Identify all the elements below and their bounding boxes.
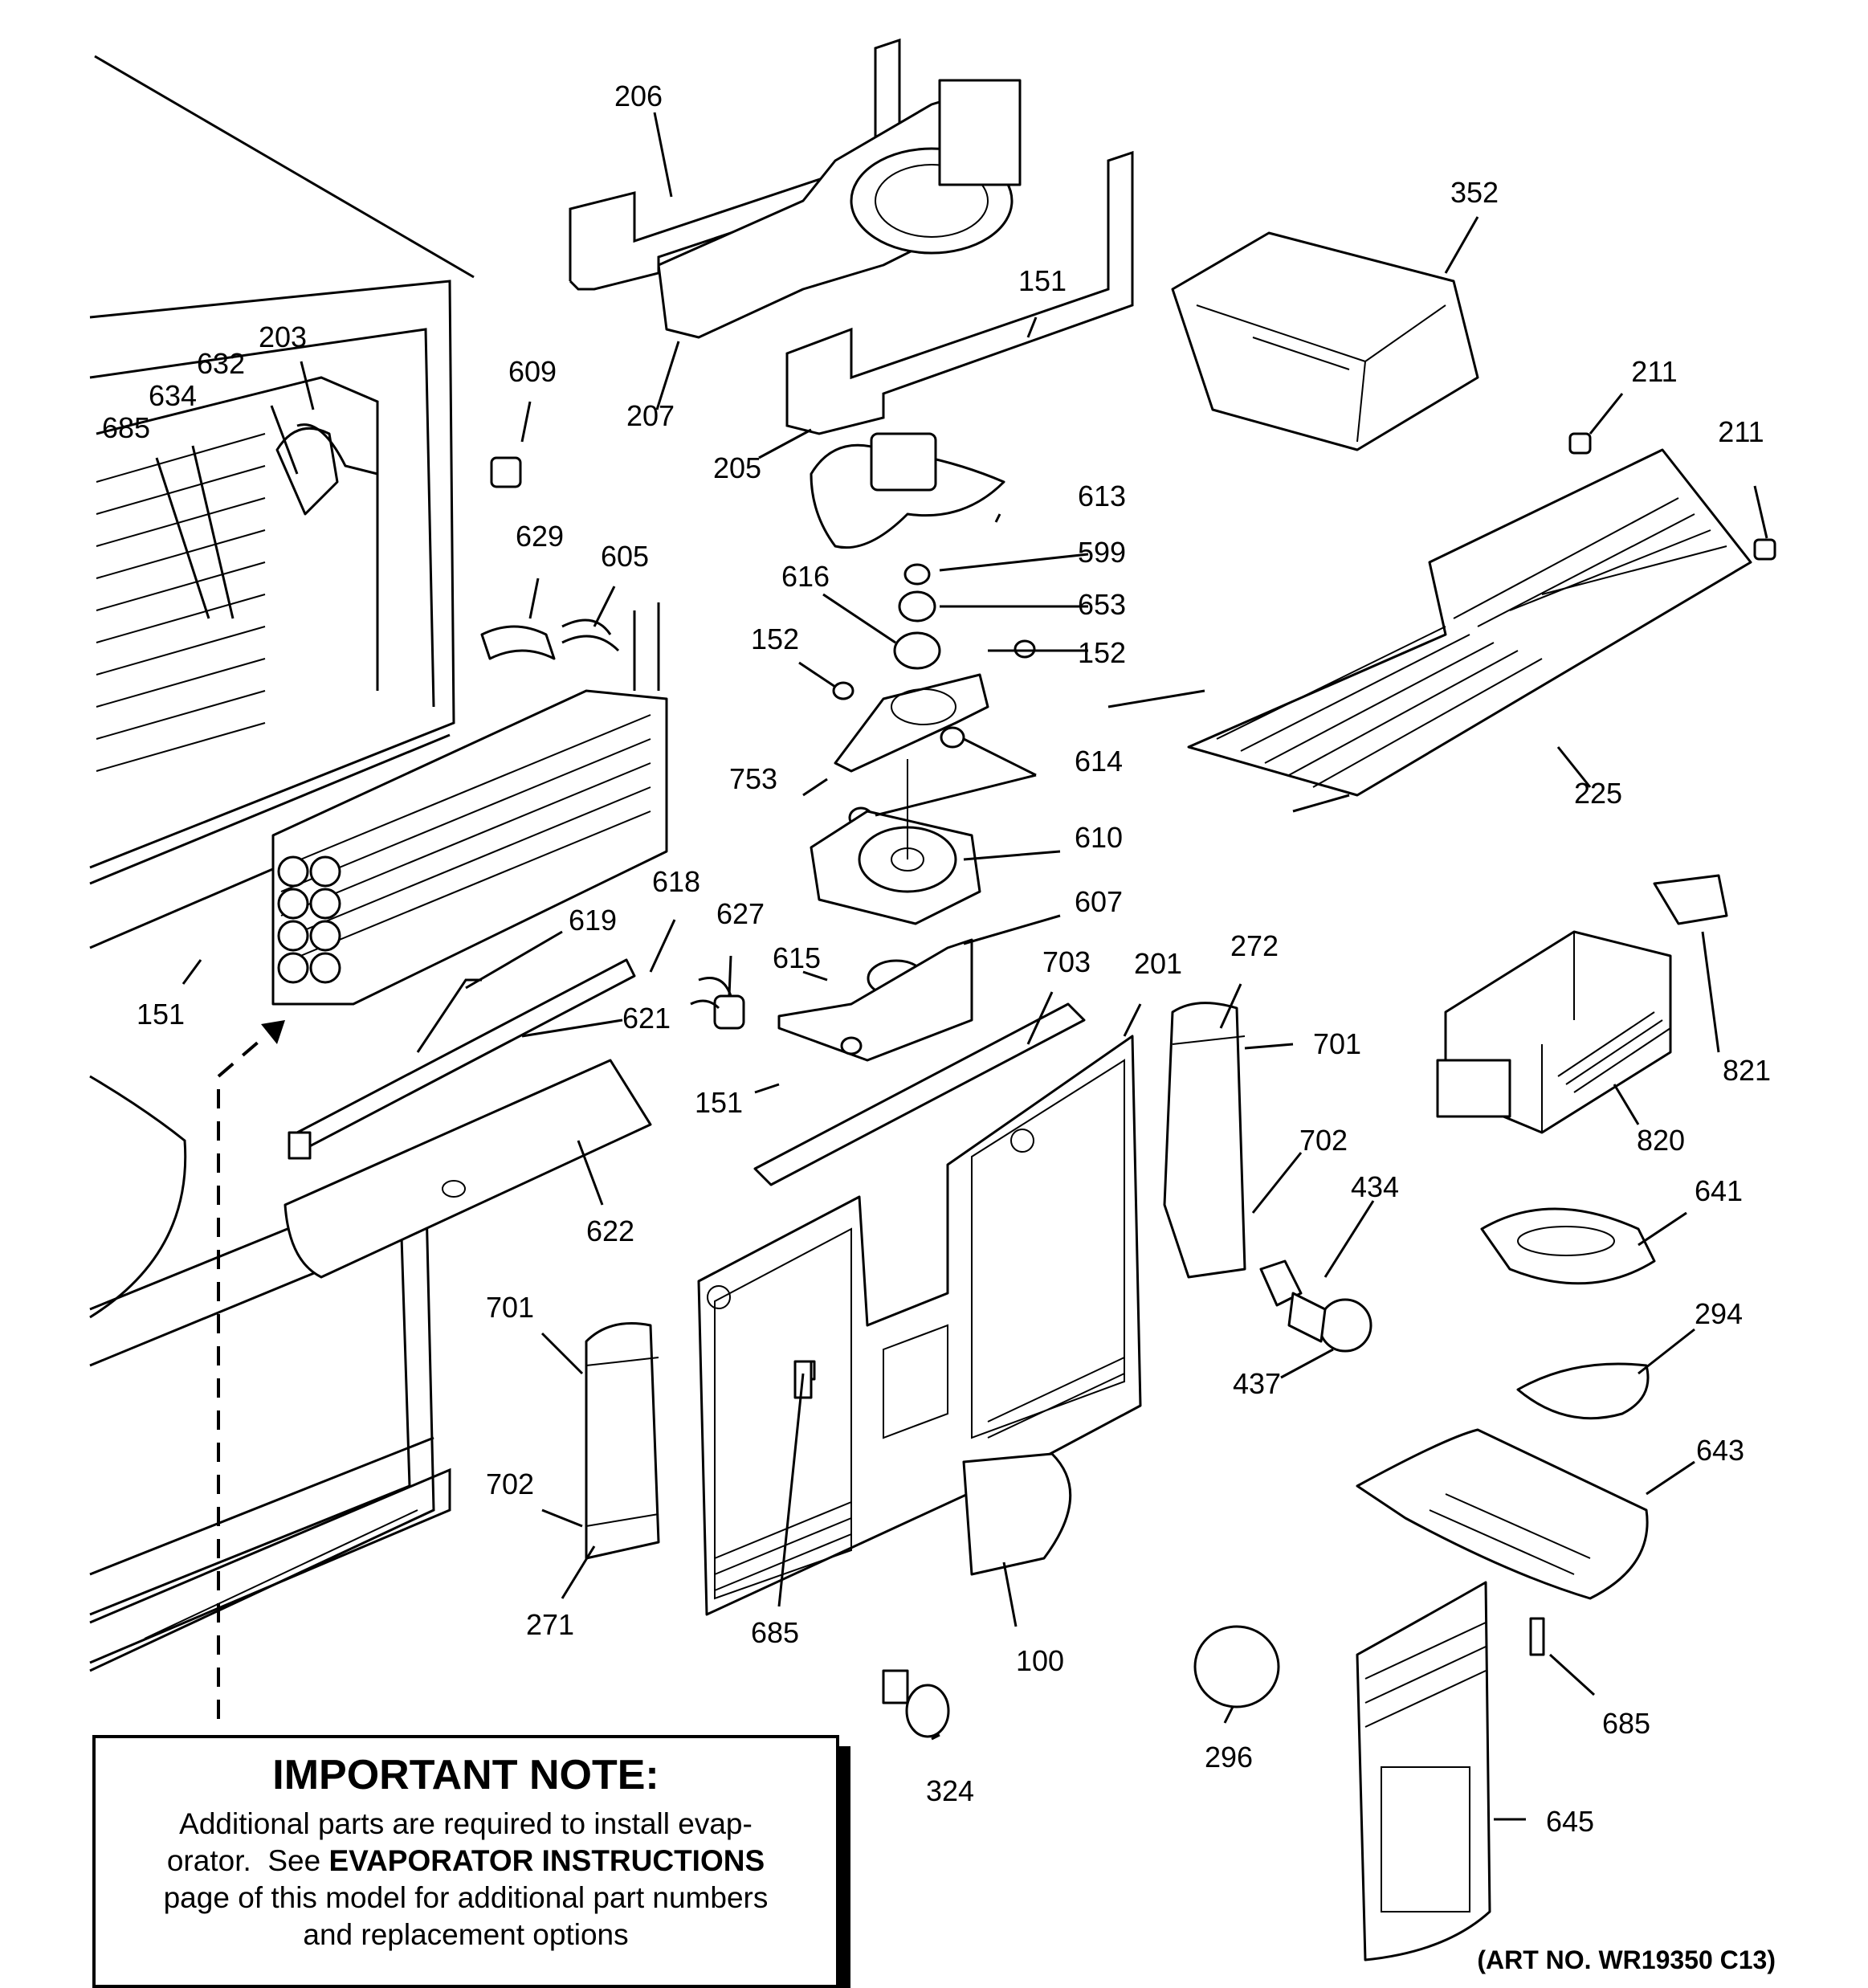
- callout-225: 225: [1574, 777, 1622, 810]
- callout-211: 211: [1631, 355, 1677, 388]
- callout-622: 622: [586, 1214, 634, 1247]
- callout-labels: 206 207 205 151 352 211 211 203 632 634 …: [102, 80, 1771, 1838]
- callout-152: 152: [1078, 636, 1126, 669]
- callout-629: 629: [516, 520, 564, 553]
- callout-616: 616: [781, 560, 830, 593]
- callout-618: 618: [652, 865, 700, 898]
- callout-211: 211: [1718, 415, 1764, 448]
- callout-599: 599: [1078, 536, 1126, 569]
- callout-653: 653: [1078, 588, 1126, 621]
- callout-685: 685: [102, 411, 150, 444]
- callout-605: 605: [601, 540, 649, 573]
- cover-294: [1516, 1362, 1650, 1420]
- callout-205: 205: [713, 451, 761, 484]
- callout-207: 207: [626, 399, 675, 432]
- callout-324: 324: [926, 1774, 974, 1807]
- note-line-2: orator. See EVAPORATOR INSTRUCTIONS: [96, 1843, 836, 1880]
- callout-685: 685: [1602, 1707, 1650, 1740]
- tube-parts: [275, 423, 620, 660]
- ice-maker-820: [1436, 874, 1728, 1134]
- note-line-2-bold: EVAPORATOR INSTRUCTIONS: [328, 1844, 765, 1877]
- callout-203: 203: [259, 320, 307, 353]
- note-line-1: Additional parts are required to install…: [179, 1807, 753, 1840]
- duct-wire-205: [785, 150, 1134, 435]
- cap-296: [1193, 1625, 1280, 1708]
- art-number: (ART NO. WR19350 C13): [1477, 1945, 1776, 1974]
- callout-702: 702: [1299, 1124, 1348, 1157]
- drain-trough-622: [283, 1059, 652, 1279]
- callout-645: 645: [1546, 1805, 1594, 1838]
- duct-271: [585, 1322, 660, 1560]
- evaporator: [271, 602, 668, 1006]
- callout-296: 296: [1205, 1741, 1253, 1774]
- callout-152: 152: [751, 623, 799, 655]
- callout-821: 821: [1723, 1054, 1771, 1087]
- callout-685: 685: [751, 1616, 799, 1649]
- callout-615: 615: [773, 941, 821, 974]
- note-line-2-prefix: orator. See: [166, 1844, 329, 1877]
- defrost-heater: [288, 958, 636, 1160]
- dashed-arrow: [217, 1020, 285, 1719]
- callout-701: 701: [486, 1291, 534, 1324]
- wire-shelf-225: [1107, 448, 1752, 813]
- callout-294: 294: [1695, 1297, 1743, 1330]
- callout-352: 352: [1450, 176, 1499, 209]
- note-title: IMPORTANT NOTE:: [272, 1752, 659, 1798]
- motor-parts: [777, 563, 1036, 1062]
- thermistor-627: [690, 977, 745, 1030]
- diffuser-643: [1356, 1428, 1649, 1600]
- callout-701: 701: [1313, 1027, 1361, 1060]
- callout-613: 613: [1078, 480, 1126, 512]
- callout-820: 820: [1637, 1124, 1685, 1157]
- screw-211: [1568, 432, 1776, 561]
- callout-641: 641: [1695, 1174, 1743, 1207]
- freezer-cabinet: [89, 55, 475, 1672]
- note-body: Additional parts are required to install…: [96, 1806, 836, 1953]
- callout-634: 634: [149, 379, 197, 412]
- fan-blade-613: [810, 432, 1005, 549]
- callout-437: 437: [1233, 1367, 1281, 1400]
- callout-151: 151: [1018, 264, 1067, 297]
- note-line-4: and replacement options: [303, 1918, 629, 1951]
- callout-753: 753: [729, 762, 777, 795]
- callout-627: 627: [716, 897, 765, 930]
- leader-lines: [155, 112, 1768, 1821]
- callout-434: 434: [1351, 1170, 1399, 1203]
- callout-621: 621: [622, 1002, 671, 1035]
- gasket-703: [753, 1002, 1086, 1186]
- ice-bucket-352: [1171, 231, 1479, 451]
- callout-614: 614: [1075, 745, 1123, 778]
- callout-271: 271: [526, 1608, 574, 1641]
- drip-tray-100: [962, 1452, 1072, 1576]
- knob-324: [882, 1669, 950, 1738]
- callout-632: 632: [197, 347, 245, 380]
- duct-wire-206: [569, 38, 901, 291]
- callout-151: 151: [695, 1086, 743, 1119]
- callout-703: 703: [1042, 945, 1091, 978]
- callout-206: 206: [614, 80, 663, 112]
- cover-641: [1480, 1207, 1656, 1285]
- fan-shroud-207: [657, 79, 1022, 339]
- callout-702: 702: [486, 1468, 534, 1500]
- callout-610: 610: [1075, 821, 1123, 854]
- callout-272: 272: [1230, 929, 1279, 962]
- evaporator-cover-201: [697, 1035, 1142, 1616]
- callout-201: 201: [1134, 947, 1182, 980]
- callout-151: 151: [137, 998, 185, 1031]
- duct-272: [1163, 1002, 1246, 1279]
- important-note-box: IMPORTANT NOTE: Additional parts are req…: [92, 1735, 839, 1988]
- callout-607: 607: [1075, 885, 1123, 918]
- grille-645: [1356, 1581, 1491, 1961]
- callout-100: 100: [1016, 1644, 1064, 1677]
- note-line-3: page of this model for additional part n…: [163, 1881, 769, 1914]
- callout-609: 609: [508, 355, 557, 388]
- light-parts: [1259, 1259, 1372, 1353]
- callout-643: 643: [1696, 1434, 1744, 1467]
- callout-619: 619: [569, 904, 617, 937]
